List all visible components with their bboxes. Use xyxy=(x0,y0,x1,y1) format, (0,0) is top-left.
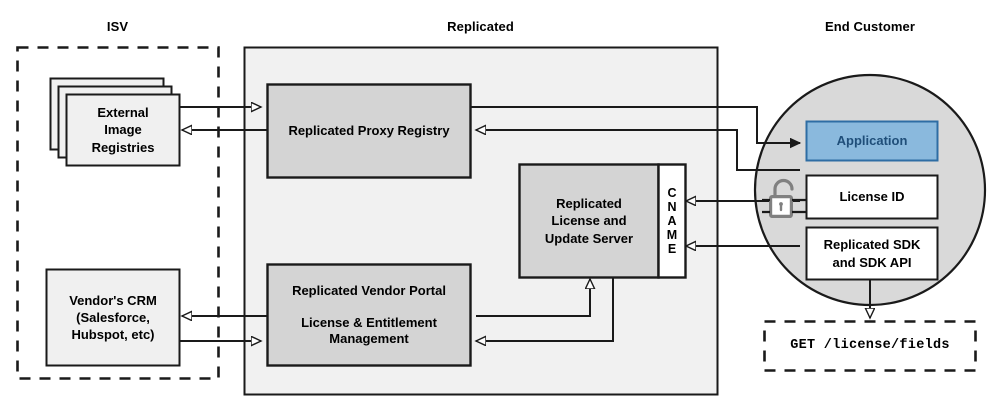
node-replicated-proxy-registry[interactable] xyxy=(266,83,472,179)
node-replicated-vendor-portal[interactable] xyxy=(266,263,472,367)
edge-application-to-proxy xyxy=(476,130,800,171)
node-application[interactable] xyxy=(805,120,939,162)
node-external-image-registries[interactable] xyxy=(65,93,181,167)
zone-title-end-customer: End Customer xyxy=(824,19,916,34)
zone-title-isv: ISV xyxy=(106,19,129,34)
edge-licenseserver-to-vendorportal xyxy=(476,277,614,341)
zone-title-replicated: Replicated xyxy=(447,19,514,34)
edge-proxy-to-application xyxy=(470,106,800,143)
edge-vendorportal-to-licenseserver xyxy=(476,279,590,317)
node-cname-strip[interactable] xyxy=(657,163,687,279)
node-license-id[interactable] xyxy=(805,174,939,220)
node-license-update-server[interactable] xyxy=(518,163,660,279)
zone-isv xyxy=(16,46,220,380)
node-vendors-crm[interactable] xyxy=(45,268,181,367)
unlock-icon xyxy=(762,178,806,219)
node-api-call[interactable] xyxy=(763,320,977,372)
node-replicated-sdk[interactable] xyxy=(805,226,939,281)
